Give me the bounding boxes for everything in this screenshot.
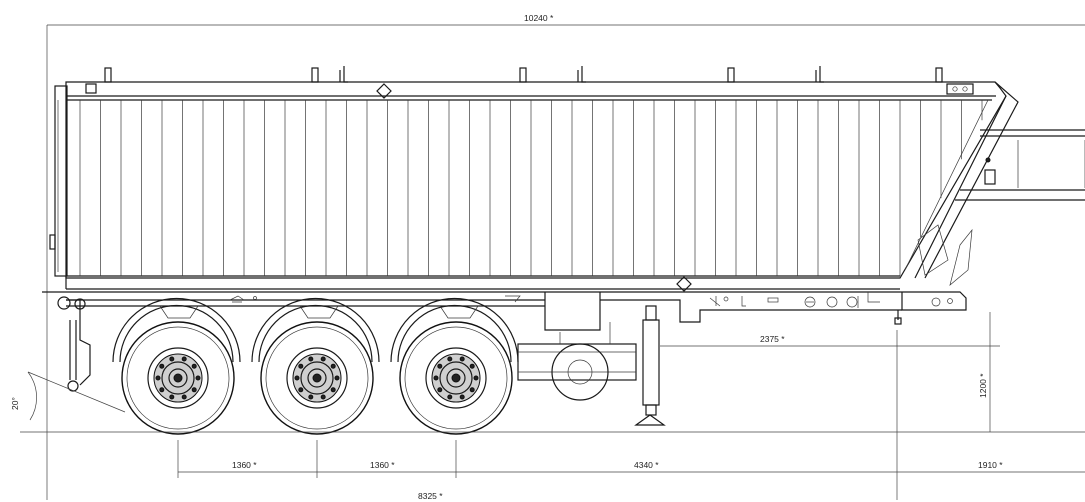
overall-length-label: 10240 * — [524, 13, 554, 23]
kingpin-dimension-label: 2375 * — [760, 334, 785, 344]
wheel — [260, 321, 374, 435]
wheel — [399, 321, 513, 435]
dimension-lines: 1360 * 1360 * 4340 * 1910 * 2375 * 1200 … — [20, 312, 1085, 501]
tipper-body — [49, 81, 1085, 290]
landing-gear — [634, 305, 666, 426]
total-base-label: 8325 * — [418, 491, 443, 501]
axle-spacing-2-label: 1360 * — [370, 460, 395, 470]
chassis — [42, 291, 967, 401]
overall-length-dimension: 10240 * — [46, 13, 1085, 500]
front-overhang-label: 1910 * — [978, 460, 1003, 470]
axle-wheels — [121, 321, 513, 435]
tarp-bows — [104, 66, 943, 292]
rear-departure-angle: 20° — [10, 371, 126, 421]
body-ribs — [79, 100, 983, 276]
fifth-wheel-height-label: 1200 * — [978, 373, 988, 398]
rear-angle-label: 20° — [10, 397, 20, 410]
wheel — [121, 321, 235, 435]
axle-spacing-1-label: 1360 * — [232, 460, 257, 470]
axle-to-kingpin-label: 4340 * — [634, 460, 659, 470]
